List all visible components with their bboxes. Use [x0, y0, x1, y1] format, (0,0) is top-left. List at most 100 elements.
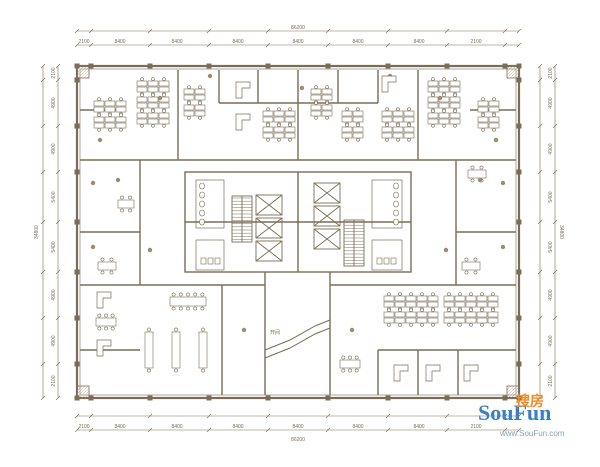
chair — [140, 109, 144, 113]
desk — [273, 126, 285, 133]
column — [516, 269, 522, 275]
desk — [381, 110, 393, 117]
plant-pot — [299, 85, 305, 91]
desk — [310, 94, 322, 101]
desk — [443, 301, 455, 308]
desk — [158, 112, 170, 119]
chair — [431, 292, 435, 297]
desk — [273, 132, 285, 139]
desk — [449, 86, 461, 93]
column — [88, 63, 94, 69]
desk — [477, 106, 489, 113]
bottom-span-label: 8400 — [171, 424, 182, 430]
desk — [392, 132, 404, 139]
top-total-dimension: 86200 — [291, 25, 305, 31]
chair — [431, 322, 435, 327]
top-span-label: 8400 — [292, 39, 303, 45]
desk — [383, 317, 395, 324]
desk — [488, 122, 500, 129]
chair — [407, 123, 411, 127]
plant-pot — [500, 180, 506, 186]
meeting-table — [169, 296, 207, 307]
desk — [427, 80, 439, 87]
chair — [409, 308, 413, 313]
chair — [348, 355, 352, 360]
desk — [476, 295, 488, 302]
desk — [147, 112, 159, 119]
desk — [262, 126, 274, 133]
meeting-table — [467, 169, 487, 179]
top-span-label: 8400 — [114, 39, 125, 45]
bottom-span-label: 8400 — [232, 424, 243, 430]
chair — [354, 355, 359, 360]
watermark-brand: SouFun — [478, 400, 551, 425]
chair — [108, 113, 112, 117]
desk — [416, 317, 428, 324]
desk — [465, 295, 477, 302]
chair — [198, 116, 202, 120]
right-total-dimension: 34800 — [558, 225, 564, 239]
chair — [356, 138, 360, 142]
plant-pot — [90, 244, 96, 250]
desk — [104, 106, 116, 113]
watermark-chinese: 搜房 — [516, 393, 544, 410]
chair — [171, 292, 176, 297]
chair — [140, 93, 144, 97]
chair — [193, 292, 198, 297]
chair — [325, 116, 329, 120]
desk — [438, 80, 450, 87]
desk — [341, 116, 353, 123]
meeting-tables — [95, 165, 487, 373]
chair — [442, 77, 446, 81]
desk — [416, 295, 428, 302]
chair — [120, 208, 124, 213]
chair — [409, 292, 413, 297]
column — [502, 63, 508, 69]
chair — [198, 101, 202, 105]
chair — [479, 165, 484, 170]
column — [444, 395, 450, 401]
chair — [431, 124, 435, 128]
chair — [387, 292, 391, 297]
chair — [407, 138, 411, 142]
left-span-label: 2100 — [51, 67, 57, 78]
wc-fixture — [199, 191, 205, 199]
desk — [136, 80, 148, 87]
desk — [476, 311, 488, 318]
column — [516, 63, 522, 69]
chair — [277, 123, 281, 127]
desk — [183, 110, 195, 117]
desk — [438, 118, 450, 125]
chair — [288, 107, 292, 111]
desk — [394, 317, 406, 324]
chair — [453, 93, 457, 97]
chair — [345, 123, 349, 127]
plant-pot — [147, 247, 153, 253]
chair — [140, 124, 144, 128]
chair — [442, 109, 446, 113]
desk — [488, 106, 500, 113]
desk — [273, 110, 285, 117]
desk — [394, 295, 406, 302]
desk — [438, 86, 450, 93]
chair — [420, 292, 424, 297]
chair — [469, 308, 473, 313]
chair — [387, 322, 391, 327]
sink — [207, 257, 214, 265]
chair — [187, 101, 191, 105]
plant-pot — [97, 137, 103, 143]
desk — [352, 110, 364, 117]
meeting-table — [461, 261, 481, 271]
chair — [162, 77, 166, 81]
desk — [427, 112, 439, 119]
desk — [104, 122, 116, 129]
chair — [492, 113, 496, 117]
desk — [487, 311, 499, 318]
plant-pot — [437, 95, 443, 101]
desk — [147, 80, 159, 87]
column — [74, 169, 80, 175]
desk — [310, 104, 322, 111]
desk — [158, 118, 170, 125]
chair — [97, 326, 102, 331]
chair — [492, 128, 496, 132]
